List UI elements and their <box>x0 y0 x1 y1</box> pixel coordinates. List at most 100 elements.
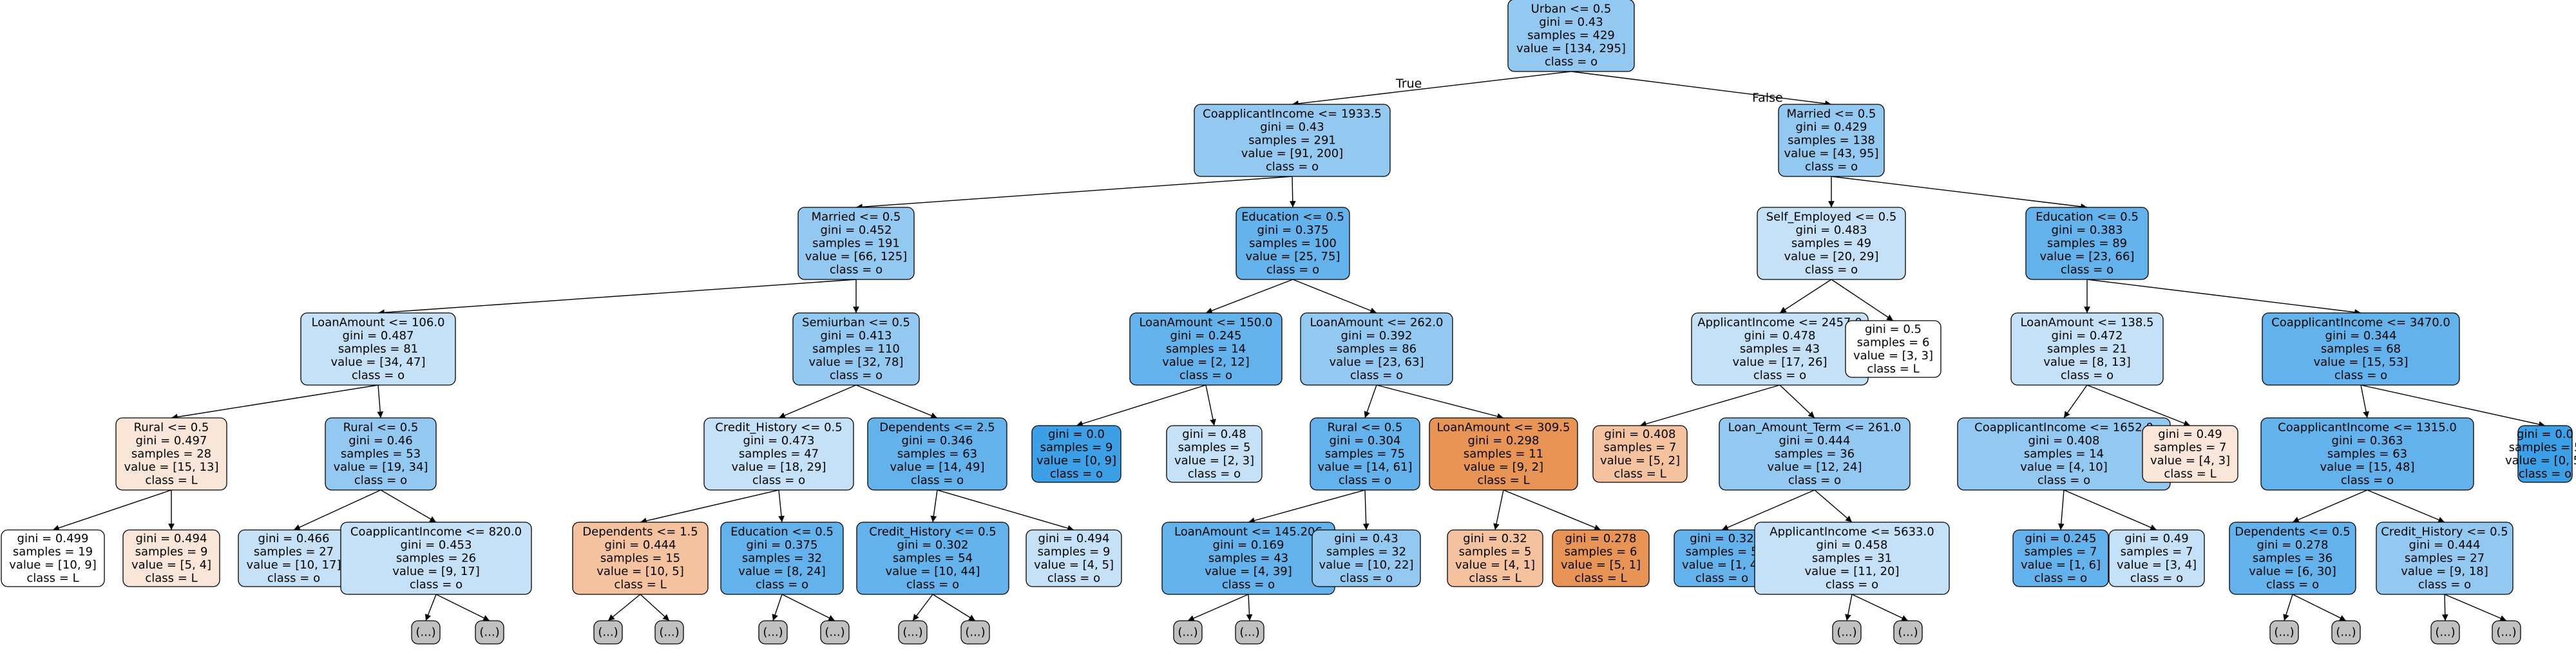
node-text-line: gini = 0.494 <box>1038 532 1110 545</box>
tree-edge <box>2063 489 2157 531</box>
tree-edge <box>1639 384 1780 427</box>
node-text-line: samples = 7 <box>2121 545 2193 558</box>
tree-edge <box>2086 384 2191 426</box>
node-text-line: value = [3, 3] <box>1853 349 1933 363</box>
node-text-line: LoanAmount <= 262.0 <box>1310 316 1443 330</box>
node-text-line: (...) <box>2496 626 2516 639</box>
node-text-line: gini = 0.458 <box>1817 538 1888 552</box>
node-text-line: gini = 0.452 <box>821 223 892 237</box>
node-text-line: (...) <box>2336 626 2356 639</box>
node-box <box>122 529 220 587</box>
node-text-line: (...) <box>902 626 922 639</box>
node-text-line: value = [25, 75] <box>1246 250 1340 263</box>
node-box <box>1236 207 1350 280</box>
node-text-line: class = L <box>1469 571 1521 585</box>
node-text-line: class = o <box>1266 160 1319 174</box>
tree-edge <box>932 594 976 621</box>
tree-edge <box>1814 489 1853 523</box>
node-text-line: class = o <box>906 578 959 592</box>
node-box <box>325 417 437 491</box>
node-text-line: class = L <box>145 571 197 585</box>
node-text-line: class = o <box>752 474 805 487</box>
node-text-line: value = [0, 9] <box>1036 454 1116 467</box>
node-box <box>1166 425 1263 483</box>
node-box <box>1719 417 1911 491</box>
node-text-line: gini = 0.0 <box>2517 428 2573 441</box>
node-box <box>1447 529 1543 587</box>
node-text-line: gini = 0.49 <box>2158 428 2222 441</box>
node-text-line: samples = 36 <box>1775 448 1855 461</box>
node-text-line: value = [19, 34] <box>334 460 428 474</box>
node-text-line: gini = 0.0 <box>1048 428 1105 441</box>
node-text-line: class = o <box>2334 369 2387 382</box>
node-text-line: class = o <box>2418 578 2471 592</box>
node-text-line: class = o <box>1788 474 1841 487</box>
node-text-line: gini = 0.32 <box>1690 532 1753 545</box>
node-text-line: class = o <box>1340 571 1393 585</box>
node-text-line: CoapplicantIncome <= 1315.0 <box>2278 421 2457 435</box>
node-text-line: class = o <box>1266 263 1319 277</box>
node-box <box>1757 207 1906 280</box>
node-text-line: value = [4, 5] <box>1034 558 1114 572</box>
node-text-line: samples = 5 <box>1459 545 1532 558</box>
node-text-line: value = [2, 12] <box>1162 355 1250 369</box>
node-text-line: gini = 0.375 <box>1257 223 1329 237</box>
tree-edge <box>2292 594 2347 621</box>
node-text-line: (...) <box>1178 626 1197 639</box>
pruned-node: (...) <box>898 620 928 645</box>
tree-edge <box>855 176 1293 211</box>
node-box <box>720 522 844 595</box>
tree-edge <box>171 384 379 420</box>
pruned-node: (...) <box>1173 620 1203 645</box>
node-text-line: samples = 26 <box>396 552 476 565</box>
tree-edge <box>1845 594 1853 621</box>
node-box <box>593 620 623 645</box>
node-box <box>1507 0 1635 72</box>
node-text-line: (...) <box>1898 626 1918 639</box>
node-text-line: value = [10, 9] <box>9 558 97 572</box>
tree-edge <box>377 279 857 316</box>
node-text-line: value = [5, 1] <box>1561 558 1641 572</box>
node-box <box>960 620 990 645</box>
node-box <box>1312 529 1421 587</box>
node-text-line: LoanAmount <= 138.5 <box>2020 316 2153 330</box>
node-text-line: LoanAmount <= 150.0 <box>1139 316 1272 330</box>
tree-edge <box>1779 279 1832 314</box>
node-text-line: gini = 0.169 <box>1213 538 1284 552</box>
pruned-node: (...) <box>2331 620 2361 645</box>
tree-edge <box>2057 489 2065 531</box>
node-text-line: value = [15, 53] <box>2314 355 2409 369</box>
node-text-line: class = L <box>145 474 197 487</box>
node-text-line: gini = 0.298 <box>1468 434 1540 448</box>
tree-edge <box>930 489 938 523</box>
tree-edge <box>1289 176 1296 208</box>
node-text-line: gini = 0.46 <box>348 434 412 448</box>
node-text-line: (...) <box>659 626 679 639</box>
pruned-node: (...) <box>820 620 850 645</box>
node-text-line: value = [134, 295] <box>1516 42 1626 55</box>
tree-edge <box>937 489 1074 531</box>
node-text-line: class = o <box>352 369 405 382</box>
node-text-line: gini = 0.302 <box>897 538 969 552</box>
node-text-line: samples = 429 <box>1527 29 1615 42</box>
node-box <box>1429 417 1578 491</box>
pruned-node: (...) <box>411 620 441 645</box>
node-text-line: (...) <box>479 626 499 639</box>
node-text-line: value = [5, 2] <box>1600 454 1680 467</box>
node-text-line: samples = 138 <box>1788 134 1875 147</box>
node-text-line: gini = 0.499 <box>17 532 89 545</box>
node-box <box>115 417 227 491</box>
node-text-line: (...) <box>1837 626 1856 639</box>
node-text-line: CoapplicantIncome <= 1652.0 <box>1974 421 2153 435</box>
node-box <box>1300 312 1453 386</box>
node-text-line: gini = 0.494 <box>136 532 207 545</box>
tree-edge <box>1205 279 1293 314</box>
